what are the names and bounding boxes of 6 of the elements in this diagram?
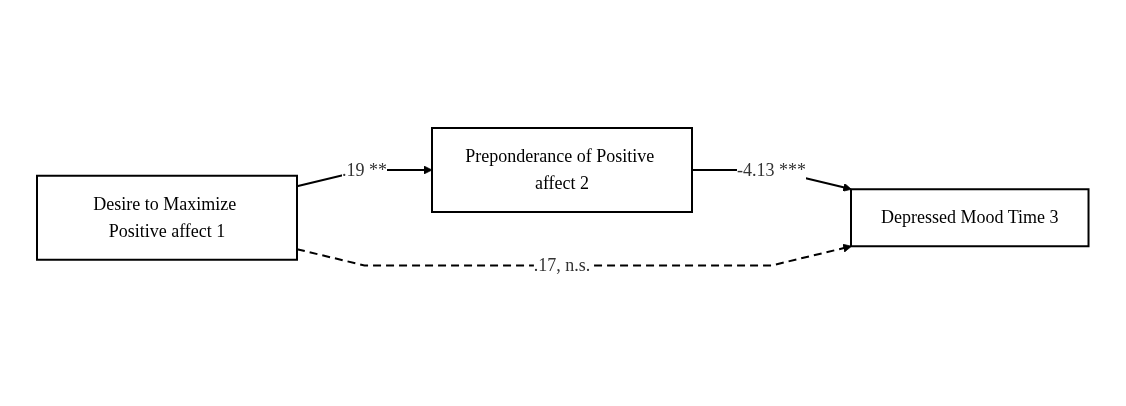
node-box: Depressed Mood Time 3 [850, 187, 1090, 247]
edge-label: .17, n.s. [533, 254, 591, 275]
node-box: Preponderance of Positive affect 2 [431, 126, 694, 213]
node-box: Desire to Maximize Positive affect 1 [36, 174, 299, 261]
edge-label: -4.13 *** [737, 159, 807, 179]
edge-label: .19 ** [342, 159, 388, 179]
